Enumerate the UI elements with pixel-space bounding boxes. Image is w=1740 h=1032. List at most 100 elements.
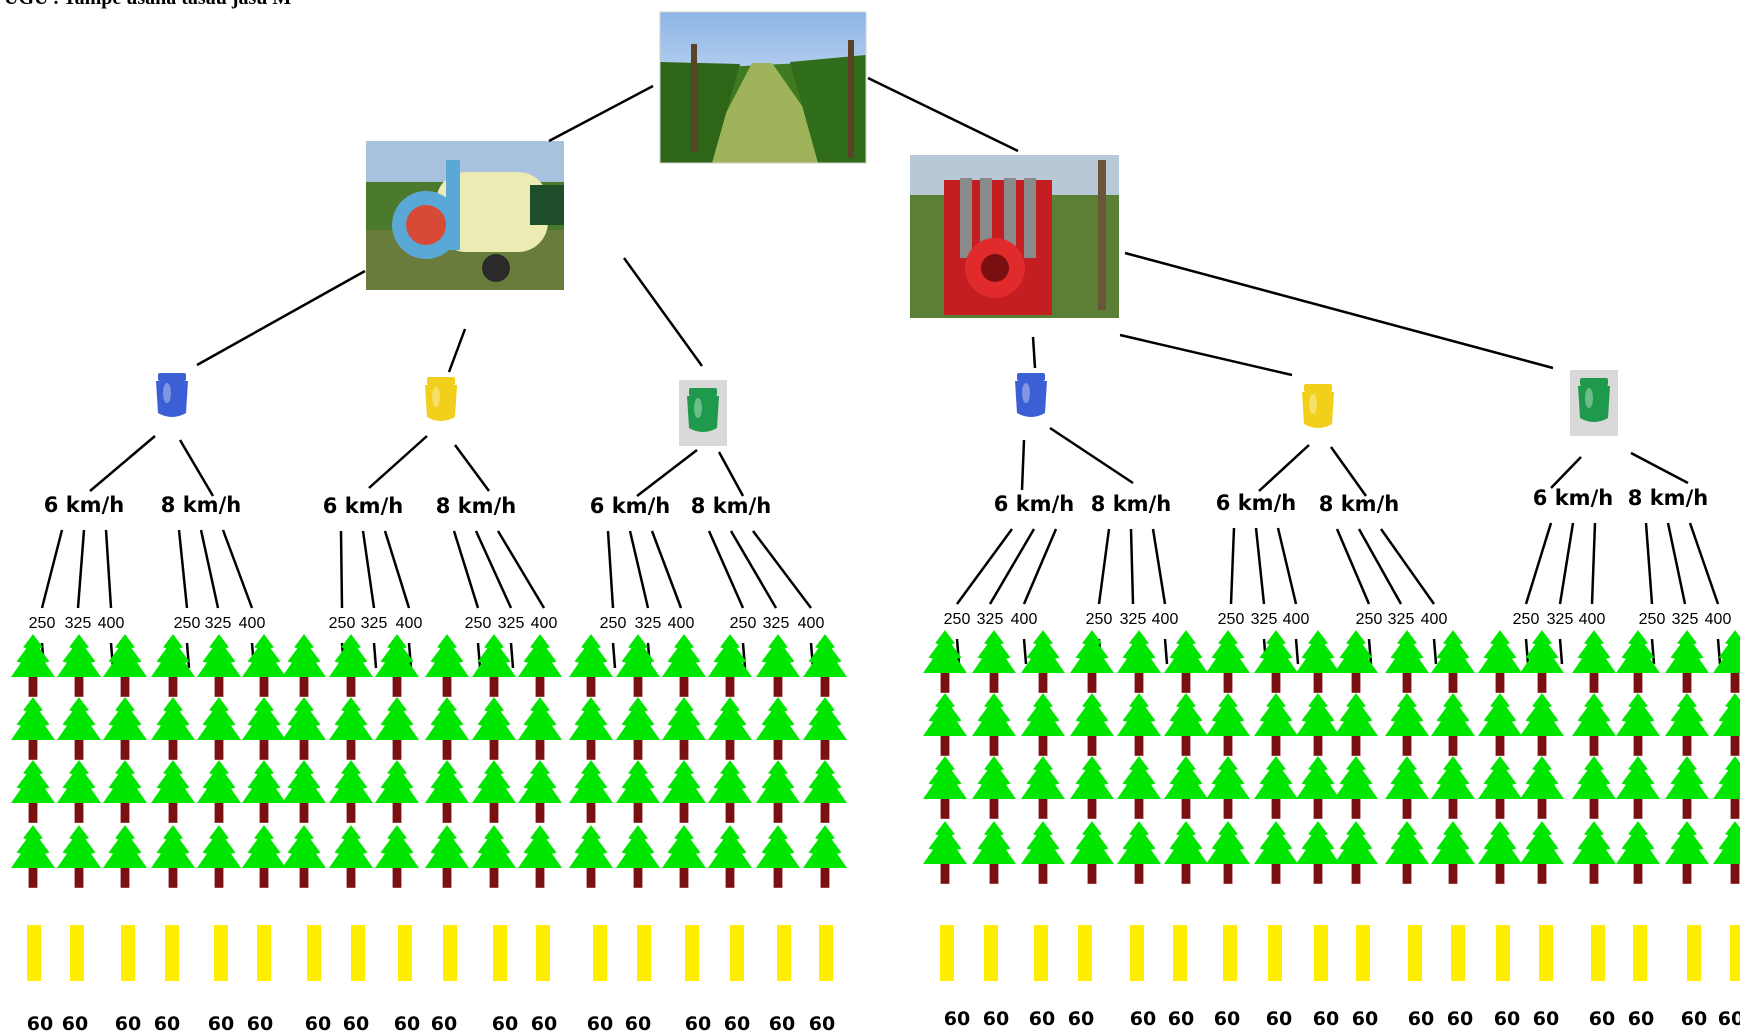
spray-volume-label: 400: [396, 615, 423, 632]
row-marker: [27, 925, 41, 981]
speed-volume-link: [1097, 528, 1111, 605]
speed-volume-link: [177, 529, 189, 609]
blue-nozzle-icon: [156, 373, 188, 417]
sprayer-nozzle-link: [1124, 251, 1554, 370]
tree-icon: [972, 821, 1016, 884]
distance-label: 60: [305, 1013, 331, 1032]
tree-icon: [708, 760, 752, 823]
nozzle-speed-link: [1020, 439, 1026, 491]
tree-icon: [282, 697, 326, 760]
speed-volume-link: [955, 528, 1014, 605]
row-marker: [1633, 925, 1647, 981]
nozzle-shine: [1309, 394, 1317, 414]
nozzle-shine: [694, 398, 702, 418]
tree-icon: [1254, 821, 1298, 884]
speed-volume-link: [606, 530, 615, 609]
nozzle-speed-link: [453, 444, 491, 492]
tree-icon: [569, 634, 613, 697]
volume-tree-link: [407, 642, 413, 669]
tree-icon: [1117, 821, 1161, 884]
tree-icon: [1117, 630, 1161, 693]
volume-tree-link: [476, 642, 482, 669]
tree-icon: [1334, 693, 1378, 756]
distance-label: 60: [208, 1013, 234, 1032]
tree-icon: [1021, 630, 1065, 693]
row-marker: [443, 925, 457, 981]
tree-icon: [1206, 821, 1250, 884]
tree-icon: [425, 825, 469, 888]
nozzle-cap: [158, 373, 186, 381]
row-marker: [1314, 925, 1328, 981]
tree-icon: [923, 630, 967, 693]
distance-label: 60: [531, 1013, 557, 1032]
speed-volume-link: [1276, 527, 1298, 605]
tree-icon: [1572, 756, 1616, 819]
spray-volume-label: 250: [1086, 611, 1113, 628]
tree-icon: [1478, 630, 1522, 693]
nozzle-shine: [1585, 388, 1593, 408]
distance-label: 60: [27, 1013, 53, 1032]
spray-volume-label: 325: [1388, 611, 1415, 628]
speed-volume-link: [628, 530, 650, 609]
tree-icon: [662, 825, 706, 888]
tree-icon: [518, 697, 562, 760]
nozzle-cap: [427, 377, 455, 385]
row-marker: [1408, 925, 1422, 981]
volume-tree-link: [372, 642, 378, 669]
nozzle-speed-link: [1049, 426, 1134, 485]
distance-label: 60: [983, 1008, 1009, 1030]
tree-icon: [803, 760, 847, 823]
volume-tree-link: [741, 642, 747, 669]
tree-icon: [1164, 756, 1208, 819]
spray-volume-label: 400: [668, 615, 695, 632]
tree-icon: [375, 634, 419, 697]
tree-icon: [1254, 756, 1298, 819]
tower-sprayer-photo: [910, 155, 1119, 318]
spray-volume-label: 250: [465, 615, 492, 632]
row-marker: [637, 925, 651, 981]
tree-icon: [1385, 821, 1429, 884]
tree-icon: [329, 760, 373, 823]
nozzle-shine: [1022, 383, 1030, 403]
tree-icon: [151, 825, 195, 888]
row-marker: [730, 925, 744, 981]
row-marker: [493, 925, 507, 981]
distance-label: 60: [1533, 1008, 1559, 1030]
tree-icon: [1572, 630, 1616, 693]
row-marker: [536, 925, 550, 981]
distance-label: 60: [115, 1013, 141, 1032]
tree-icon: [1431, 821, 1475, 884]
speed-volume-link: [729, 530, 778, 609]
distance-label: 60: [1029, 1008, 1055, 1030]
spray-volume-label: 400: [1421, 611, 1448, 628]
tree-icon: [972, 756, 1016, 819]
sprayer-nozzle-link: [1031, 336, 1037, 369]
speed-label: 8 km/h: [1091, 492, 1171, 516]
sprayer-nozzle-link: [447, 328, 467, 373]
tree-icon: [103, 760, 147, 823]
tree-icon: [518, 634, 562, 697]
row-marker: [121, 925, 135, 981]
spray-volume-label: 250: [1356, 611, 1383, 628]
tree-icon: [57, 697, 101, 760]
tree-icon: [1070, 630, 1114, 693]
tree-icon: [425, 697, 469, 760]
tree-icon: [708, 697, 752, 760]
distance-label: 60: [62, 1013, 88, 1032]
tree-icon: [1164, 630, 1208, 693]
row-marker: [1539, 925, 1553, 981]
distance-label: 60: [247, 1013, 273, 1032]
sprayer-nozzle-link: [622, 257, 704, 367]
row-marker: [1173, 925, 1187, 981]
spray-volume-label: 250: [730, 615, 757, 632]
distance-label: 60: [1266, 1008, 1292, 1030]
tree-icon: [923, 821, 967, 884]
speed-volume-link: [707, 530, 745, 609]
speed-volume-link: [1022, 528, 1058, 605]
yellow-nozzle-icon: [1302, 384, 1334, 428]
tree-icon: [11, 760, 55, 823]
distance-label: 60: [1447, 1008, 1473, 1030]
nozzle-body: [156, 381, 188, 417]
tree-icon: [1296, 756, 1340, 819]
tree-icon: [1296, 821, 1340, 884]
